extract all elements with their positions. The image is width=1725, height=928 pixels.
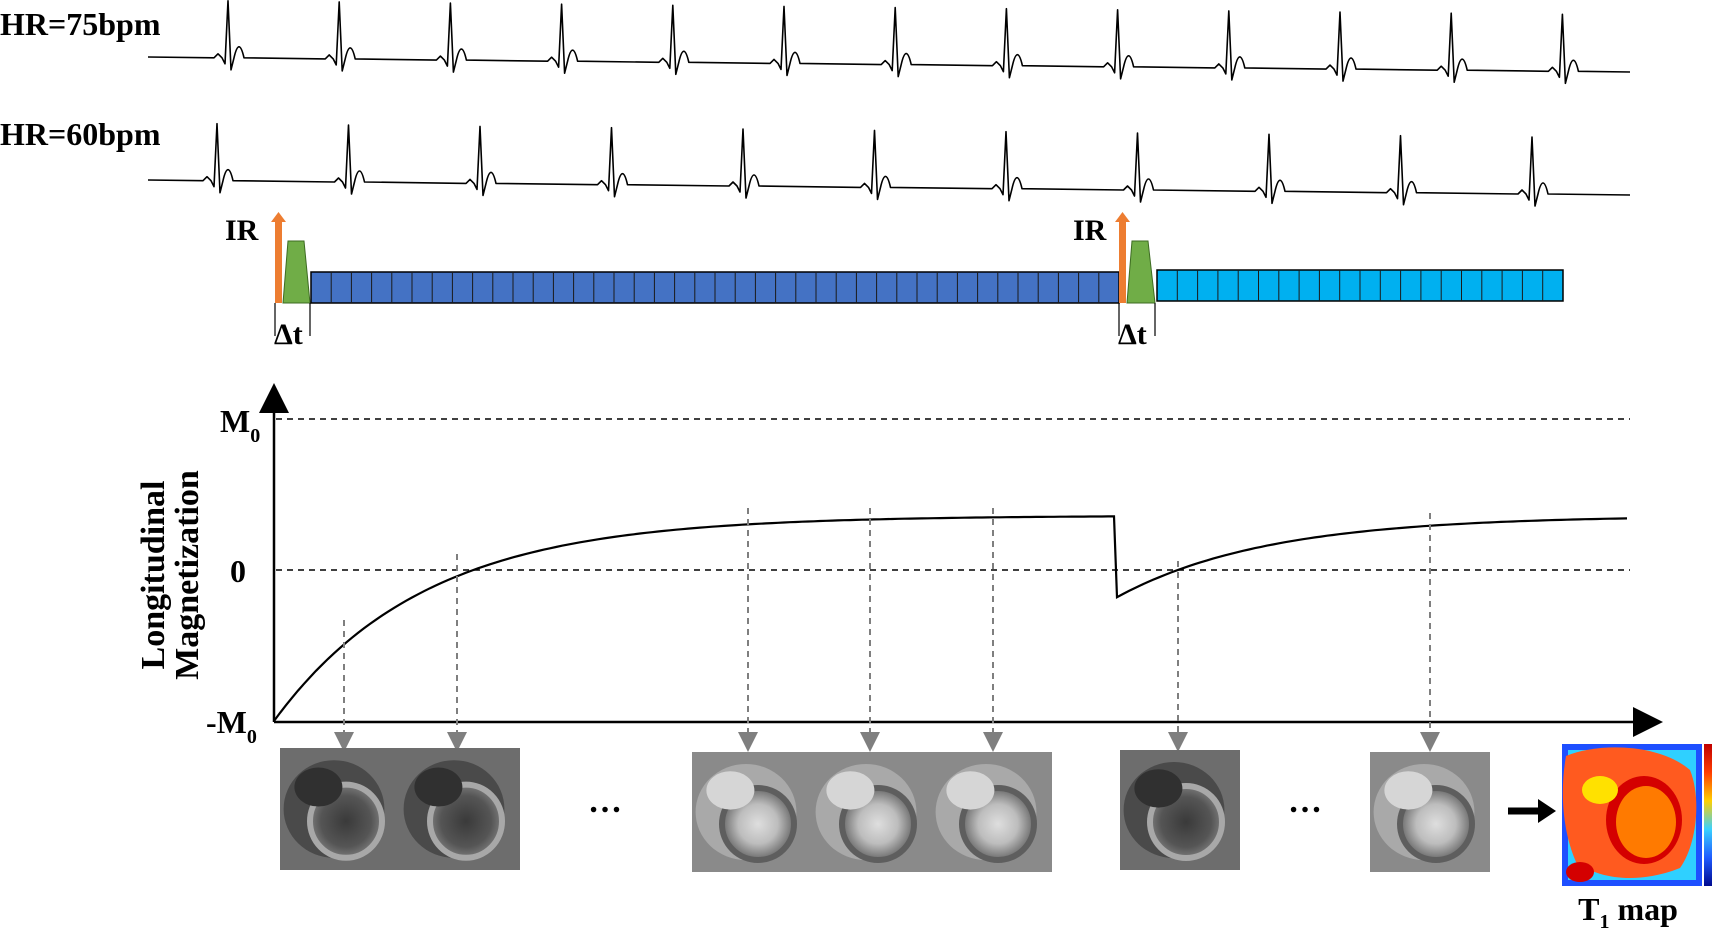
ir-label-2: IR [1073, 214, 1107, 247]
cardiac-image-thumbnail [692, 752, 812, 872]
y-tick-zero: 0 [230, 553, 246, 589]
t1-map-label: T1 map [1578, 891, 1678, 928]
delta-t-label-2: Δt [1118, 318, 1147, 351]
ecg-trace-60bpm [147, 122, 1631, 207]
readout-block-1 [310, 271, 1120, 304]
readout-pulse-1 [282, 240, 311, 304]
ellipsis-2: … [1288, 783, 1322, 820]
y-tick-neg-m0: -M0 [206, 704, 257, 748]
pulse-sequence: IR Δt IR Δt [225, 212, 1564, 351]
cardiac-image-thumbnail [812, 752, 932, 872]
y-axis-label-line1: Longitudinal [135, 481, 172, 670]
ir-label-1: IR [225, 214, 259, 247]
ir-arrowhead-2 [1115, 212, 1130, 222]
cardiac-image-thumbnail [1370, 752, 1490, 872]
cardiac-image-thumbnail [400, 748, 520, 870]
cardiac-image-thumbnail [280, 748, 400, 870]
magnetization-curve [273, 515, 1628, 722]
t1-map [1562, 744, 1712, 886]
t1-colorbar [1704, 744, 1712, 886]
delta-t-label-1: Δt [274, 318, 303, 351]
sampling-arrows [334, 508, 1440, 752]
hr75-label: HR=75bpm [0, 6, 161, 42]
magnetization-plot: M0 0 -M0 Longitudinal Magnetization [135, 383, 1663, 752]
cardiac-image-thumbnail [932, 752, 1052, 872]
t1-weighted-images [280, 748, 1490, 872]
ir-arrowhead-1 [271, 212, 286, 222]
hr60-label: HR=60bpm [0, 116, 161, 152]
readout-pulse-2 [1126, 240, 1156, 304]
ellipsis-1: … [588, 783, 622, 820]
readout-block-2 [1156, 269, 1564, 302]
ir-pulse-1 [275, 220, 282, 303]
ecg-trace-75bpm [147, 0, 1631, 85]
y-tick-m0: M0 [220, 403, 260, 447]
y-axis-label-line2: Magnetization [169, 470, 206, 680]
cardiac-image-thumbnail [1120, 750, 1240, 870]
ir-pulse-2 [1119, 220, 1126, 303]
